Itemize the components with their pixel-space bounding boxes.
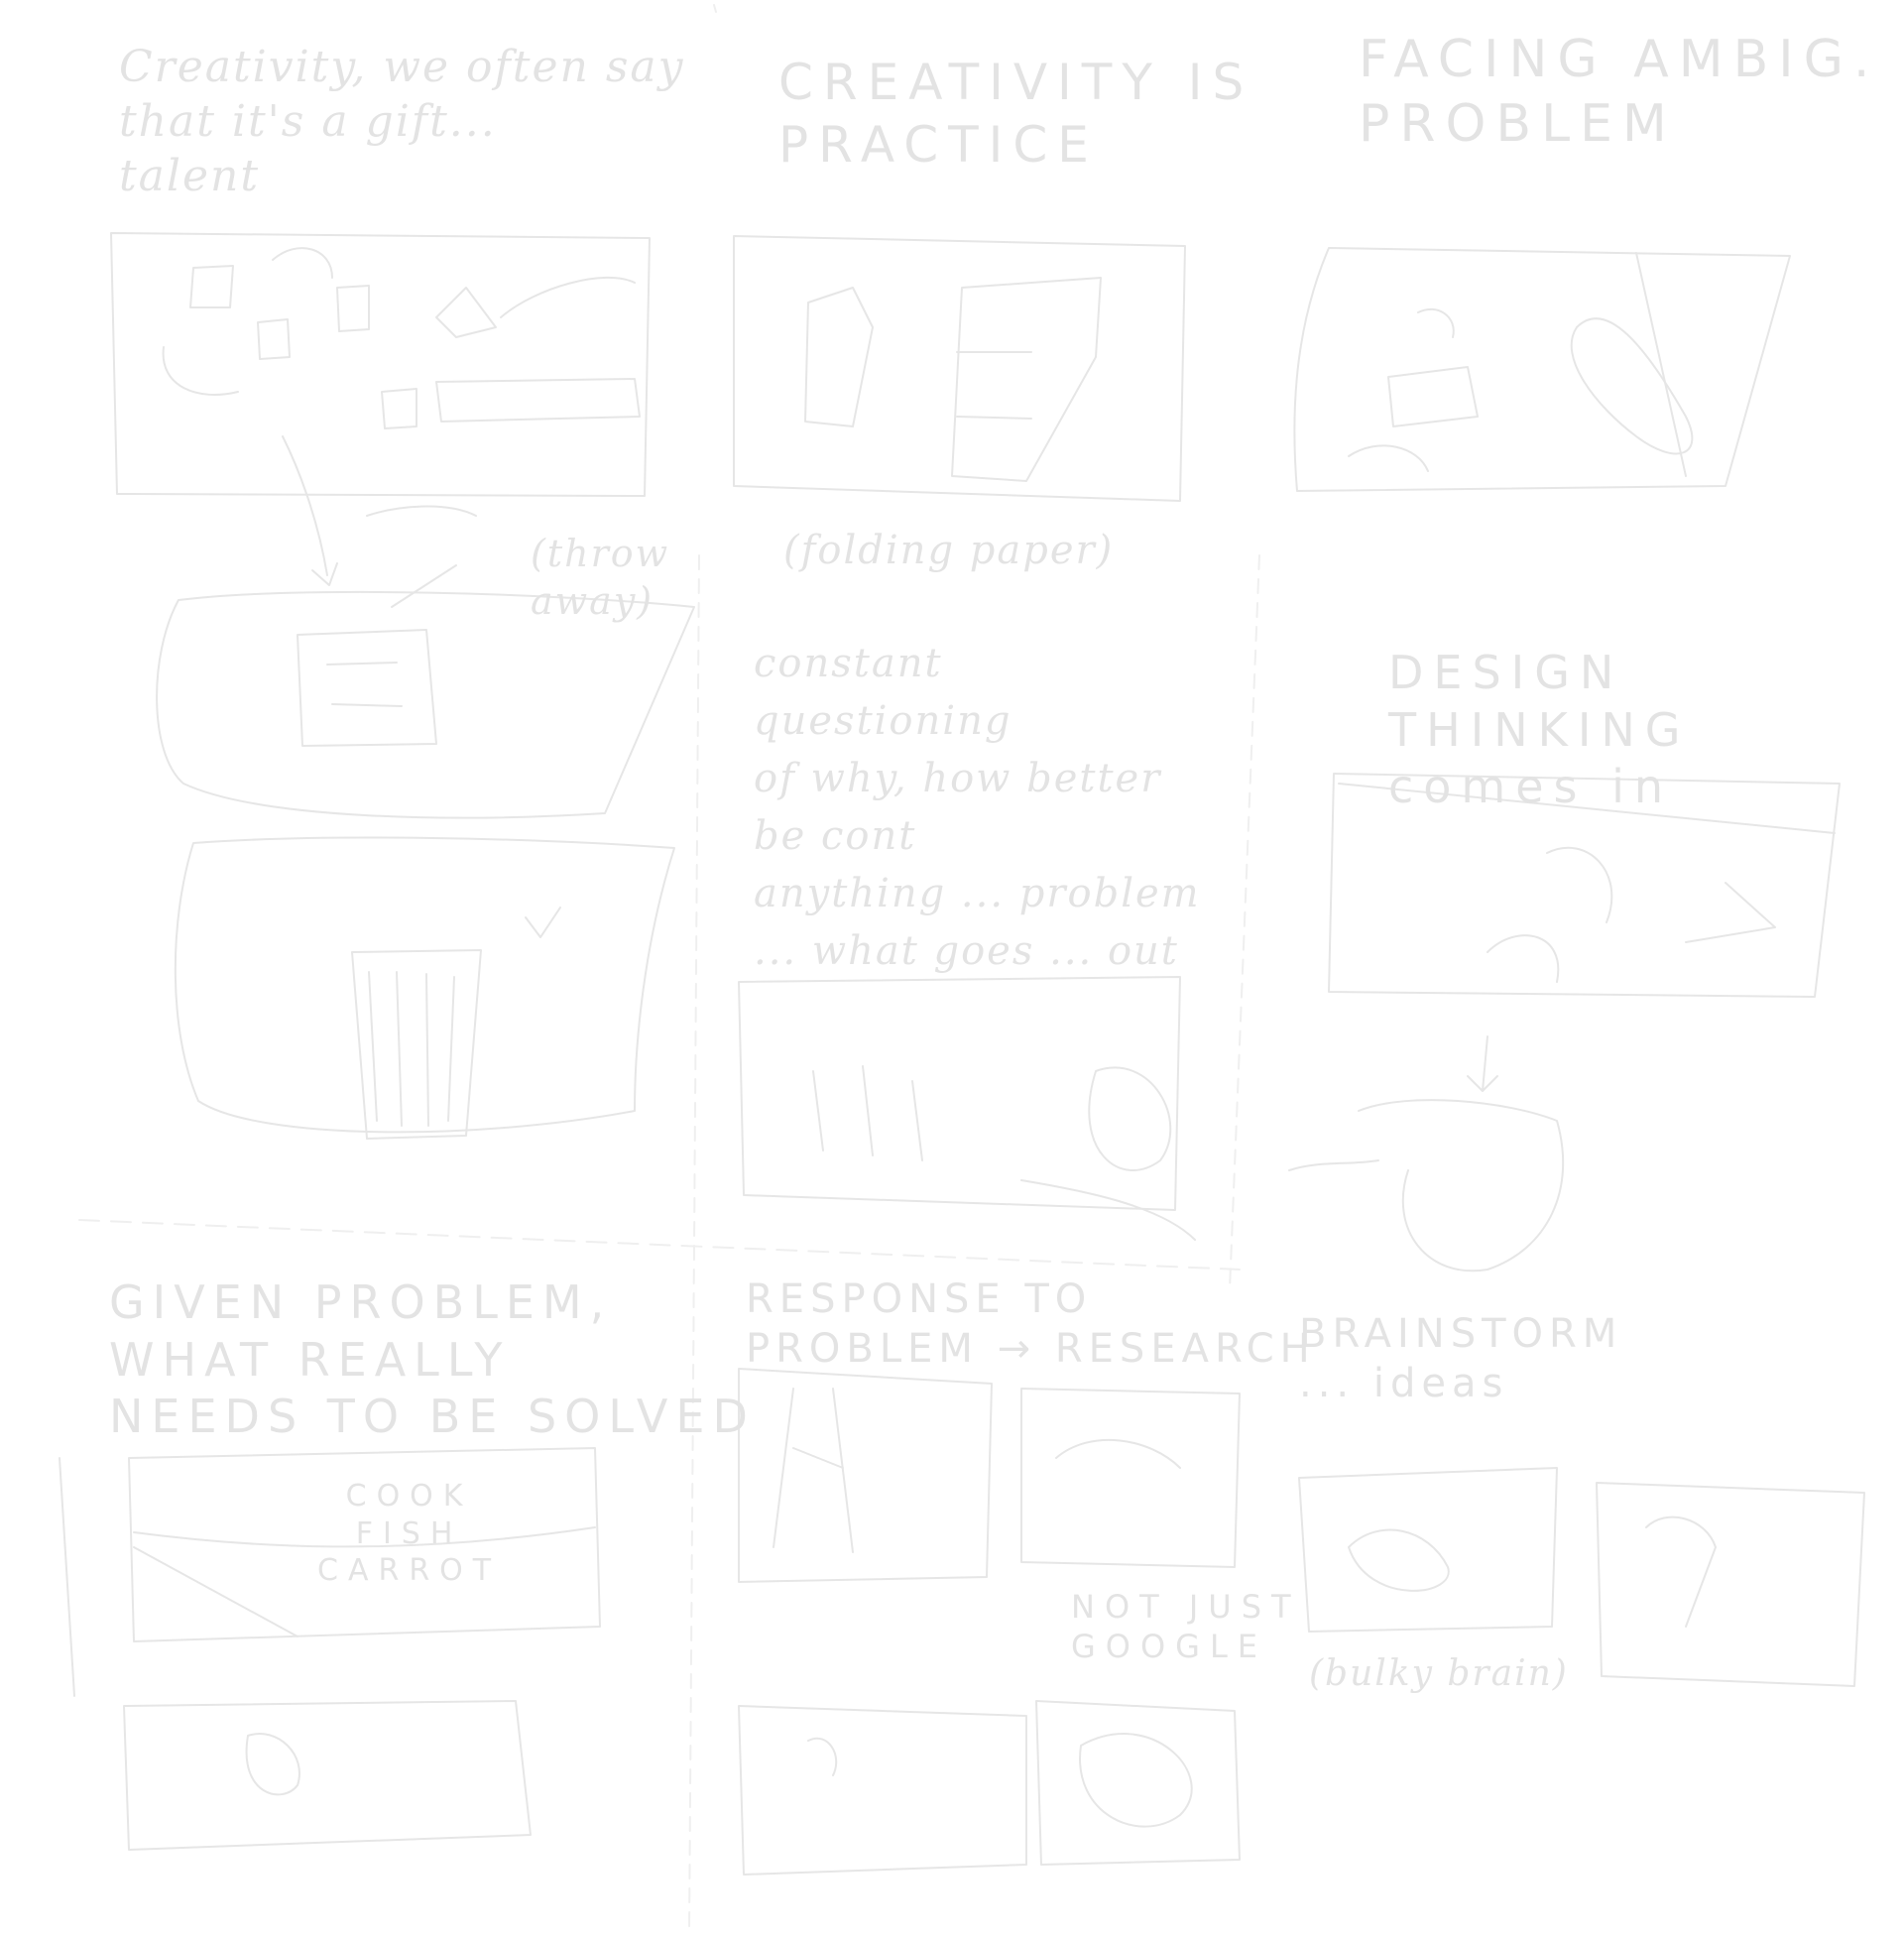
panel-2 <box>733 235 1186 502</box>
panel-15 <box>1596 1482 1865 1687</box>
note-intro: Creativity, we often say that it's a gif… <box>119 42 685 201</box>
panel-5 <box>174 836 675 1134</box>
note-design: DESIGN THINKING comes in <box>1388 646 1691 813</box>
panel-12 <box>738 1705 1027 1876</box>
note-brain: (bulky brain) <box>1309 1653 1569 1694</box>
panel-7 <box>1328 773 1841 998</box>
note-cook: COOK FISH CARROT <box>317 1479 502 1588</box>
note-not-just: NOT JUST GOOGLE <box>1071 1588 1301 1665</box>
panel-6 <box>738 976 1181 1211</box>
note-response: RESPONSE TO PROBLEM → RESEARCH <box>746 1276 1316 1372</box>
panel-14 <box>1298 1467 1558 1633</box>
panel-11 <box>1020 1388 1241 1568</box>
note-crumple: (throw away) <box>531 532 670 623</box>
note-practice: CREATIVITY IS PRACTICE <box>778 54 1254 174</box>
panel-4 <box>156 590 695 819</box>
panel-9 <box>123 1700 532 1851</box>
note-facing: FACING AMBIG. PROBLEM <box>1359 30 1880 154</box>
panel-1 <box>110 232 651 497</box>
note-questioning: constant questioning of why, how better … <box>754 641 1201 974</box>
panel-13 <box>1035 1700 1241 1866</box>
panel-8 <box>128 1447 601 1642</box>
note-brainstorm: BRAINSTORM ... ideas <box>1299 1311 1623 1406</box>
panel-10 <box>738 1368 993 1583</box>
note-folding: (folding paper) <box>783 528 1115 573</box>
note-given: GIVEN PROBLEM, WHAT REALLY NEEDS TO BE S… <box>109 1275 756 1443</box>
panel-3 <box>1293 247 1791 492</box>
